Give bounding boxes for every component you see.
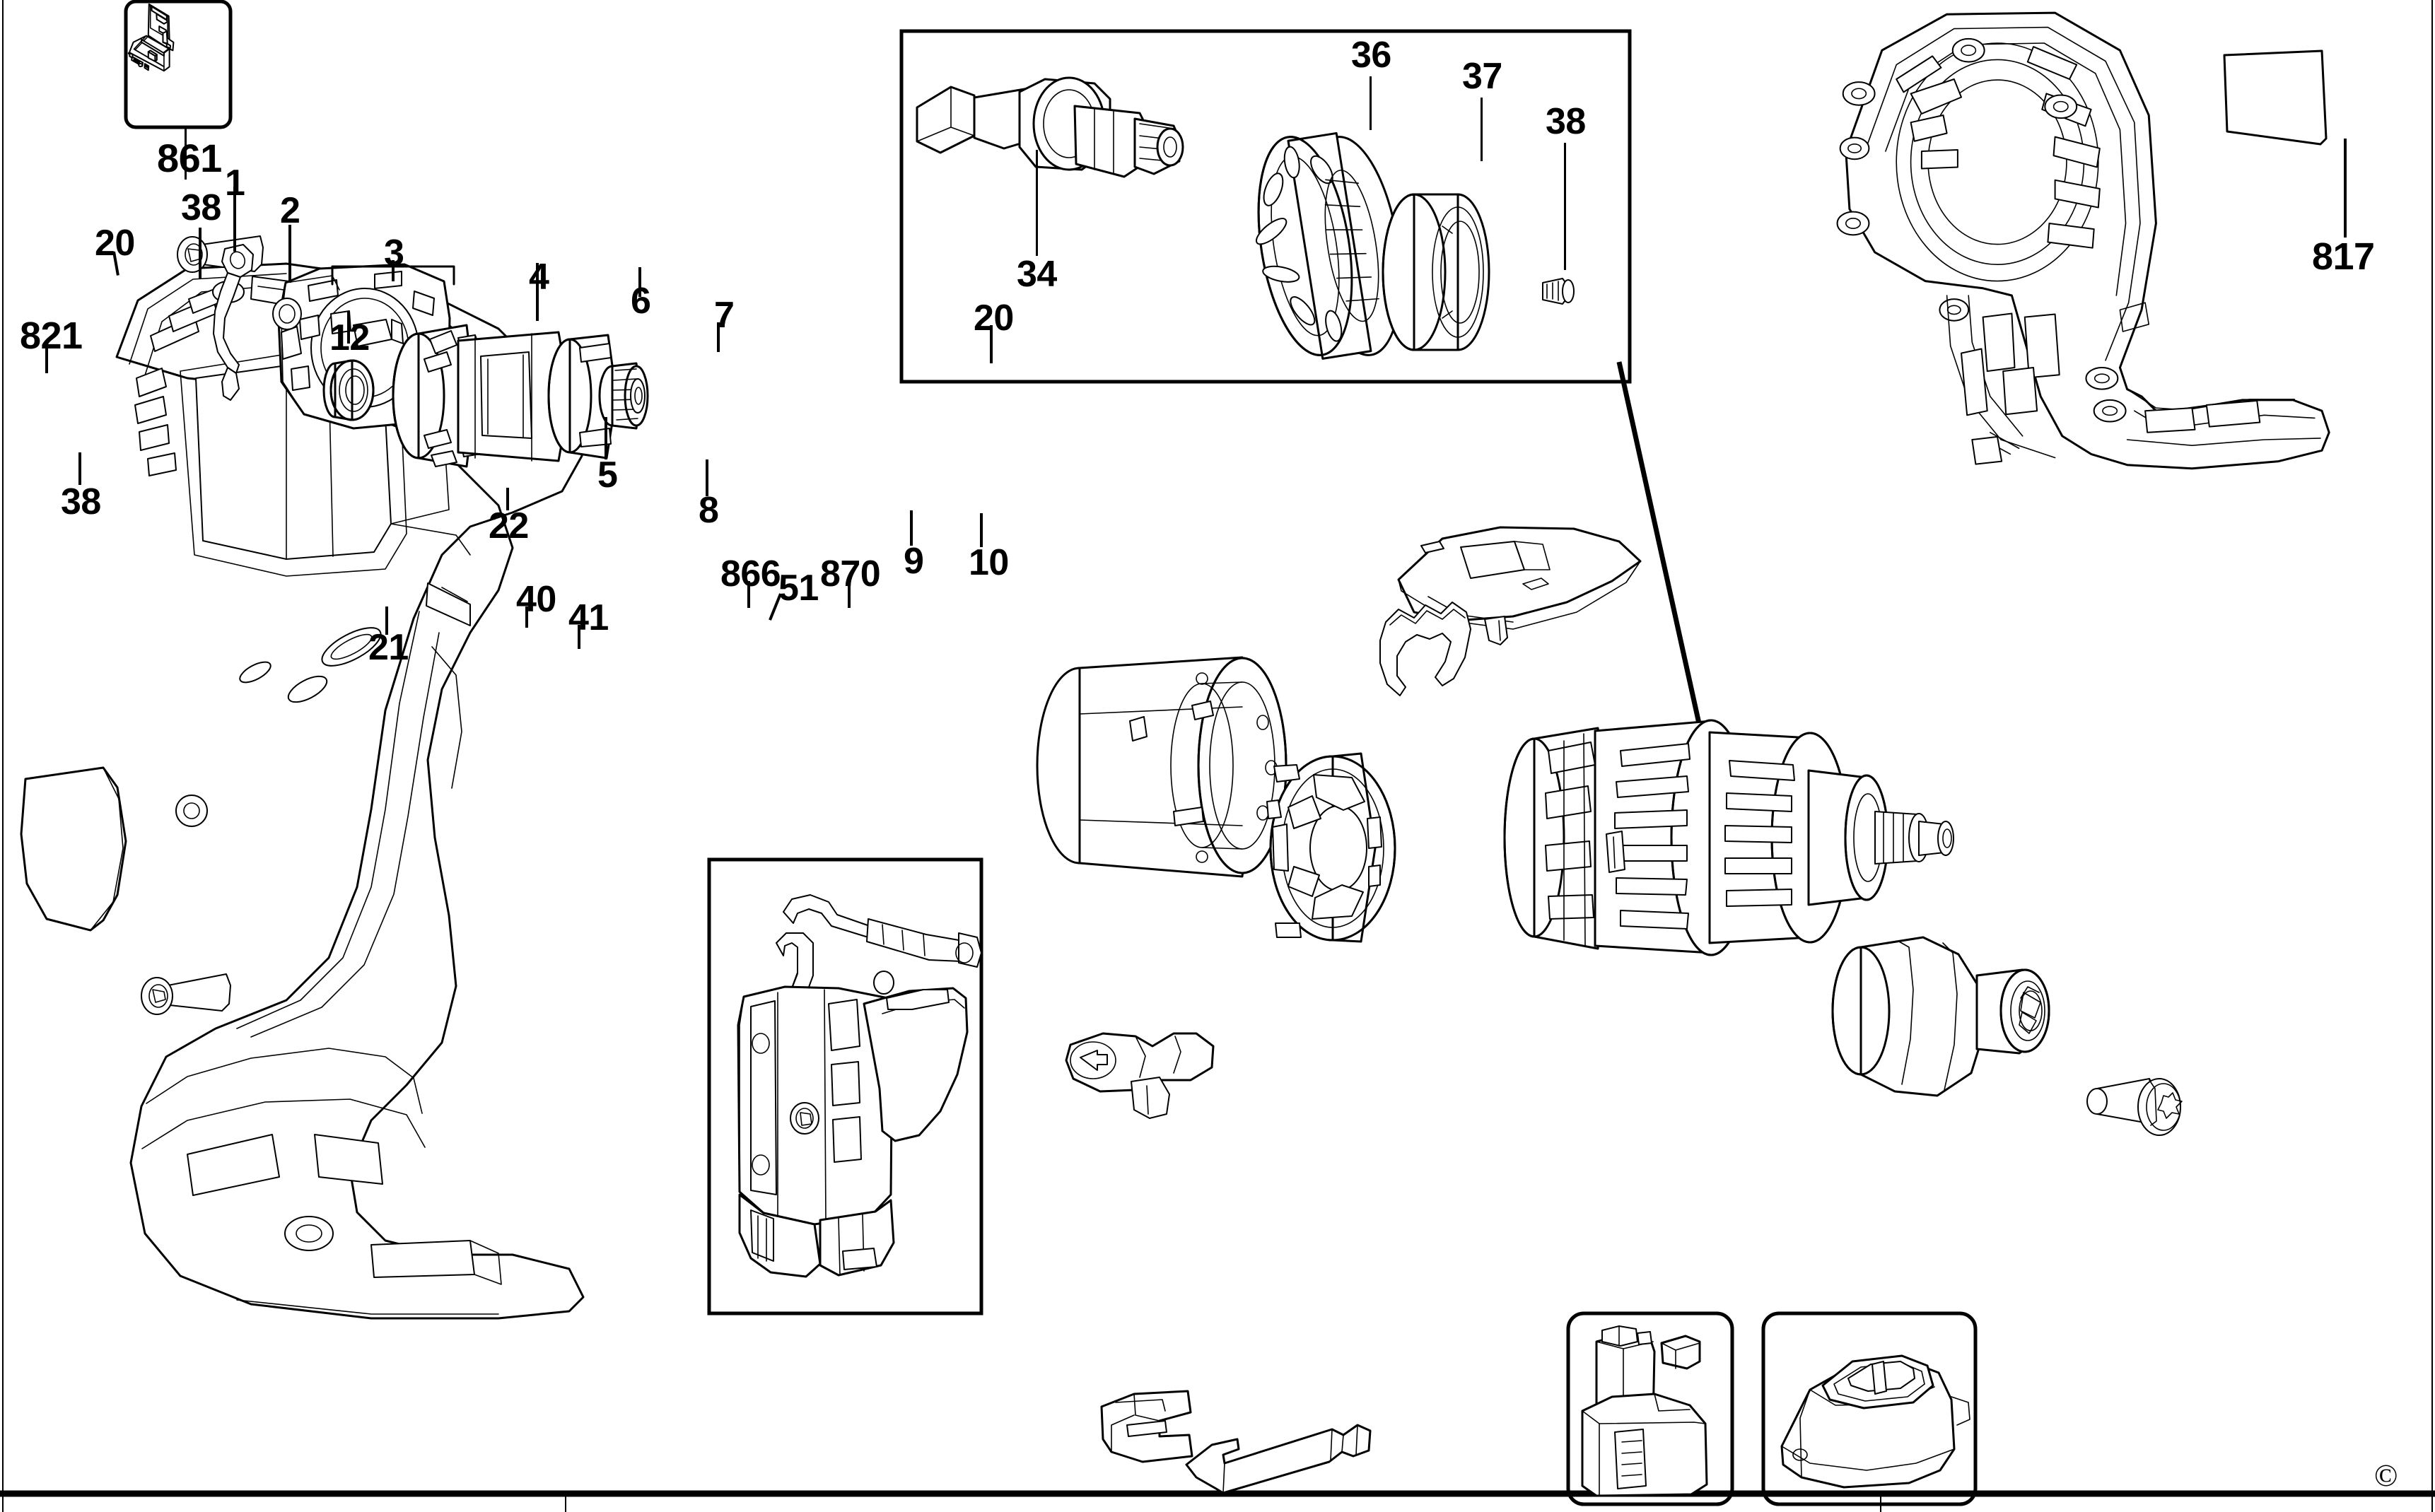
callout-3: 3 (384, 233, 404, 274)
callout-20-right: 20 (974, 298, 1014, 339)
leader-21 (385, 606, 388, 635)
tool-case-inset-box (126, 1, 230, 127)
callout-9: 9 (904, 541, 924, 582)
callout-7: 7 (714, 295, 735, 336)
leader-38-lower (78, 452, 81, 485)
gear-case-ring-4 (1037, 657, 1286, 877)
gearbox-assembly-8 (1505, 720, 1954, 955)
clutch-ring-plate-5 (1267, 754, 1395, 942)
switch-assembly-inset-box (709, 860, 981, 1313)
screw-38-lower-left (141, 974, 230, 1014)
leader-22 (506, 488, 509, 510)
label-plate-817 (2224, 51, 2326, 144)
speed-selector-cover-6 (1398, 527, 1640, 645)
callout-51: 51 (778, 568, 819, 609)
copyright-symbol: © (2374, 1458, 2398, 1493)
ball-bearing-12 (324, 361, 373, 420)
callout-37: 37 (1462, 56, 1502, 97)
callout-5: 5 (597, 455, 618, 496)
leader-12 (347, 311, 350, 344)
callout-10: 10 (969, 542, 1009, 583)
battery-pack-inset-box (1568, 1313, 1732, 1504)
leader-20-right (990, 325, 993, 363)
keyless-chuck-9 (1833, 937, 2049, 1096)
switch-assembly-illustration (738, 895, 981, 1277)
wave-spring-7 (1380, 602, 1471, 696)
housing-half-right (1838, 13, 2330, 469)
belt-clip-1 (214, 245, 253, 400)
leader-34 (1036, 150, 1038, 256)
callout-38-inset: 38 (1546, 101, 1586, 142)
leader-8 (706, 459, 708, 496)
callout-821: 821 (20, 315, 83, 357)
callout-870: 870 (820, 553, 881, 594)
callout-861: 861 (157, 136, 222, 180)
callout-22: 22 (489, 505, 529, 546)
spindle-assembly-illustration (917, 78, 1574, 362)
spindle-bearing-inset-box (901, 31, 1630, 382)
leader-821 (45, 344, 48, 373)
leader-2 (288, 225, 291, 283)
leader-1 (233, 187, 236, 252)
leader-6 (638, 267, 641, 297)
leader-861 (185, 129, 187, 180)
leader-3-stem (392, 260, 395, 281)
callout-12: 12 (329, 317, 370, 358)
leader-37 (1481, 98, 1483, 161)
charger-illustration (1782, 1356, 1970, 1487)
leader-4 (536, 263, 539, 321)
warning-label-821 (21, 768, 126, 930)
callout-36: 36 (1351, 35, 1391, 76)
leader-5 (605, 417, 607, 459)
leader-866 (747, 581, 750, 608)
battery-pack-illustration (1582, 1326, 1707, 1496)
callout-34: 34 (1017, 254, 1057, 295)
chuck-retaining-screw-10 (2087, 1079, 2182, 1135)
leader-38-inset (1564, 143, 1566, 270)
leader-10 (980, 513, 983, 547)
callout-20-left: 20 (95, 223, 135, 264)
callout-38-upper: 38 (181, 187, 221, 228)
charger-inset-box (1763, 1313, 1975, 1504)
callout-41: 41 (568, 597, 609, 638)
callout-40: 40 (516, 579, 556, 620)
callout-817: 817 (2312, 235, 2375, 278)
forward-reverse-lever-22 (1066, 1033, 1213, 1118)
screwdriver-bit-41 (1186, 1425, 1370, 1493)
callout-4: 4 (529, 257, 549, 298)
leader-40 (525, 606, 528, 628)
callout-8: 8 (699, 490, 719, 531)
tool-case-illustration (129, 4, 174, 71)
leader-38-upper (199, 228, 202, 279)
leader-41 (578, 625, 580, 649)
callout-2: 2 (280, 190, 300, 231)
callout-38-lower: 38 (61, 481, 101, 522)
bit-clip-40 (1102, 1391, 1192, 1462)
callout-1: 1 (225, 163, 245, 204)
callout-6: 6 (631, 281, 651, 322)
leader-36 (1370, 76, 1372, 130)
leader-9 (910, 510, 913, 546)
callout-21: 21 (368, 627, 409, 668)
callout-866: 866 (720, 553, 781, 594)
leader-870 (848, 581, 851, 608)
leader-7 (717, 322, 720, 352)
leader-817 (2344, 139, 2347, 238)
